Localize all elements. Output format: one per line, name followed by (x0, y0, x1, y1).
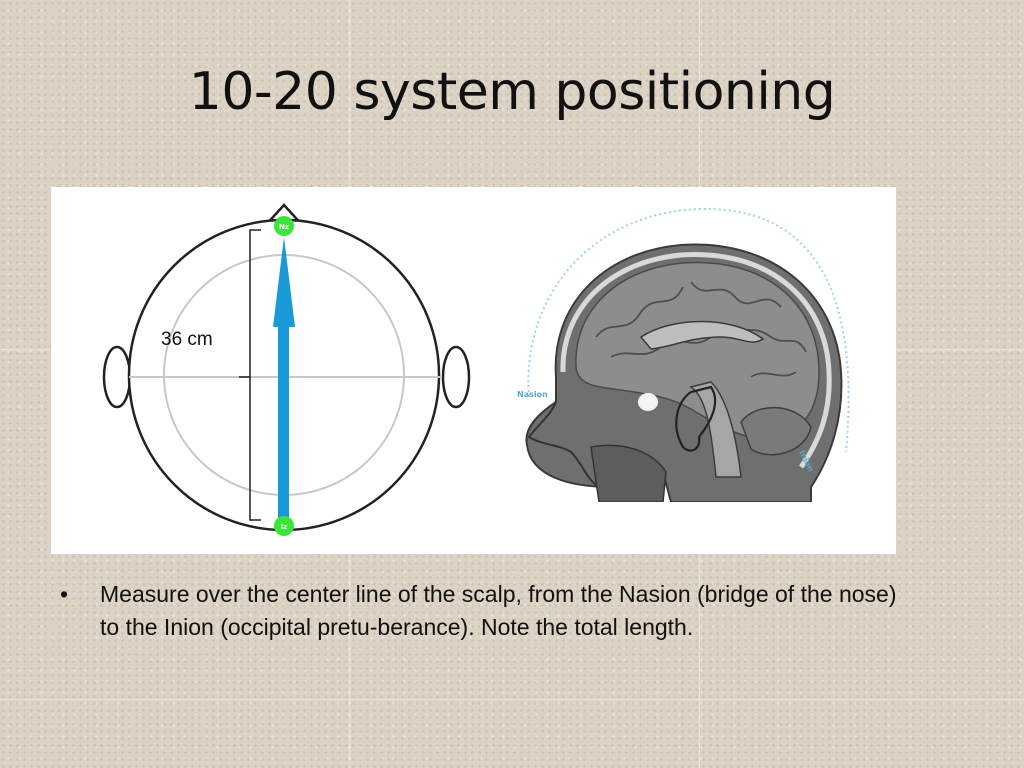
measure-bracket (249, 229, 261, 521)
nasal-cavity (638, 393, 658, 411)
bullet-list: • Measure over the center line of the sc… (60, 578, 920, 644)
measurement-arc (527, 207, 850, 453)
head-sagittal-view (521, 207, 861, 554)
face-profile (527, 401, 597, 486)
nasion-point-label: Nz (279, 223, 289, 231)
slide-title: 10-20 system positioning (188, 62, 836, 122)
positioning-figure: Nz Iz (51, 187, 896, 554)
right-ear (441, 345, 471, 409)
bullet-marker: • (60, 581, 69, 607)
arrow-shaft (278, 307, 289, 520)
cerebellum (740, 406, 812, 456)
skull-rim (560, 252, 832, 469)
head-top-view: Nz Iz (102, 203, 471, 536)
left-ear (102, 345, 132, 409)
corpus-callosum (639, 320, 765, 350)
measurement-label: 36 cm (161, 329, 213, 350)
arrow-head (273, 237, 295, 327)
figure-graphics: Nz Iz (102, 203, 861, 554)
nasion-label: Nasion (517, 390, 548, 399)
brainstem (689, 381, 742, 478)
mask-bottom (521, 502, 861, 554)
nasion-point (274, 216, 294, 236)
inion-point-label: Iz (281, 523, 288, 531)
inion-point (274, 516, 294, 536)
airway-outline (675, 385, 717, 452)
jaw-area (590, 444, 667, 503)
bullet-text: Measure over the center line of the scal… (100, 581, 897, 640)
